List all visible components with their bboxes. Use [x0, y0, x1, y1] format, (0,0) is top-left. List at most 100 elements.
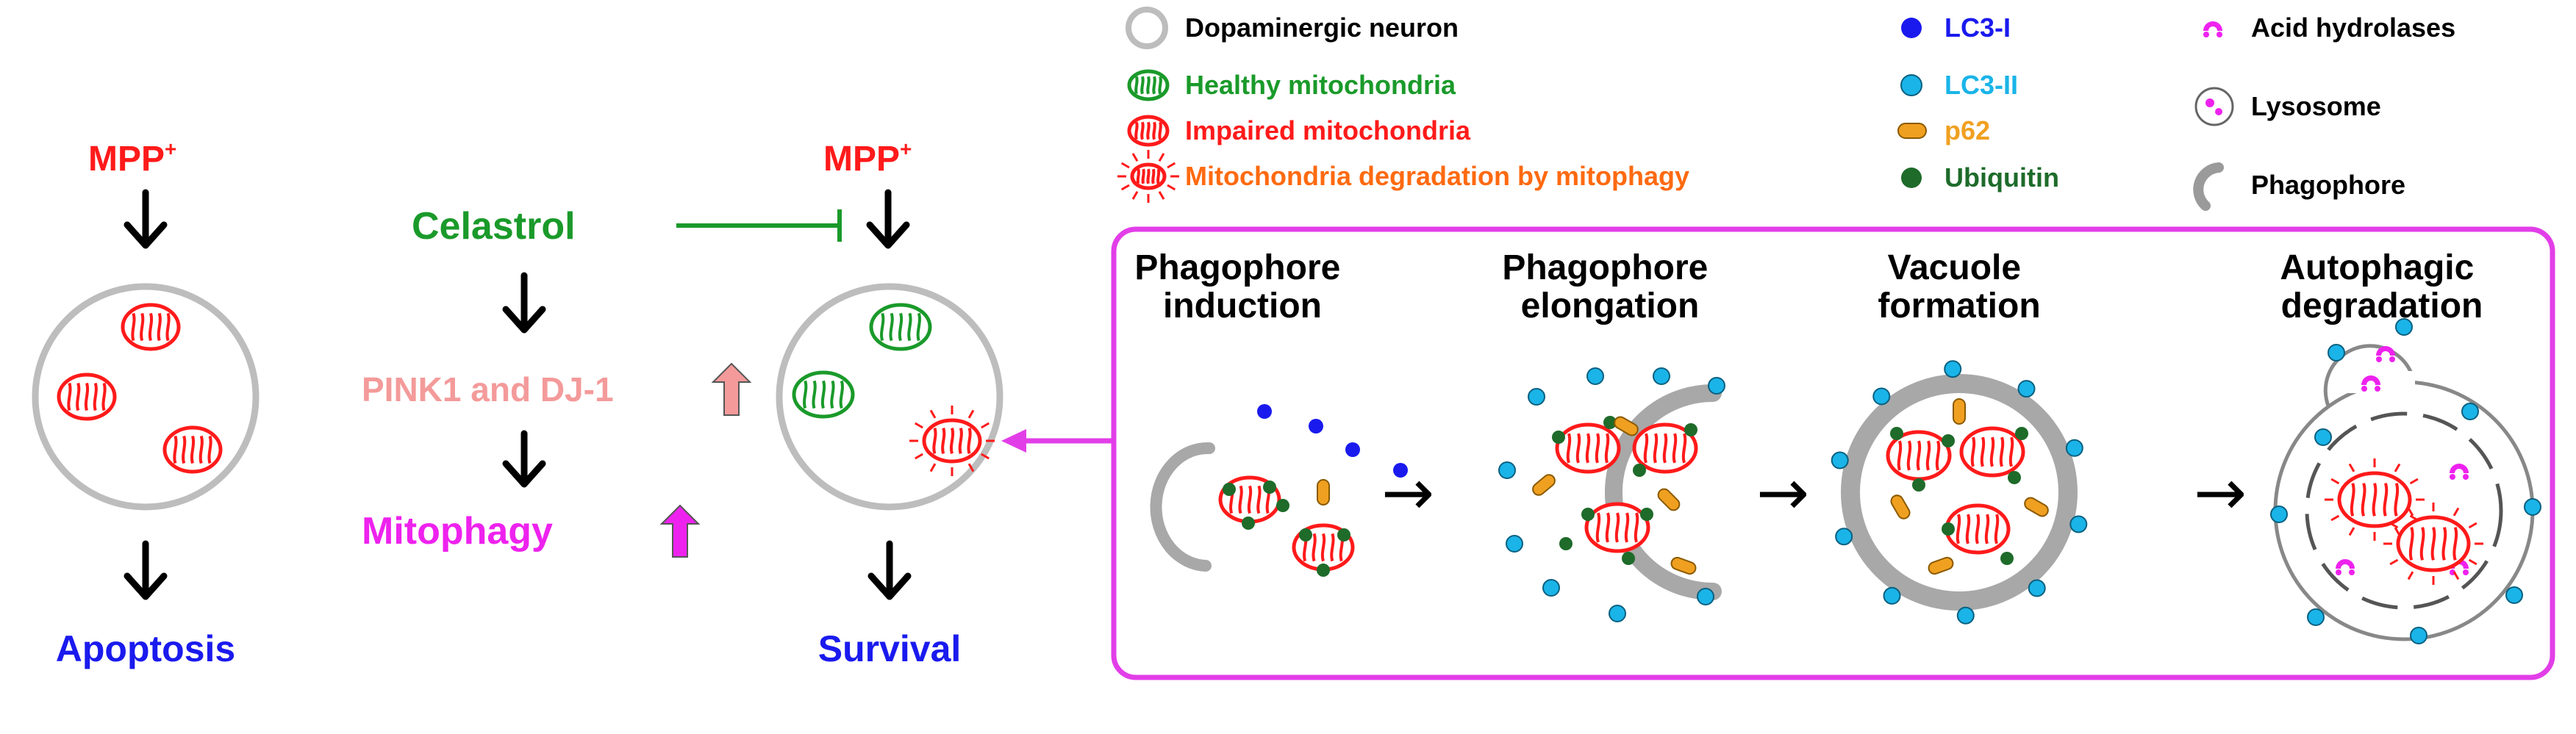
lc3-i-protein	[1257, 404, 1272, 419]
lc3-ii-protein	[2328, 344, 2345, 361]
degradation-ray	[1167, 162, 1176, 169]
hydrolase-dot	[2375, 386, 2380, 392]
cristae	[1595, 433, 1600, 464]
cristae	[1158, 121, 1162, 140]
ubiquitin-marker	[1559, 537, 1573, 550]
cristae	[1134, 76, 1139, 95]
p62-protein	[1614, 416, 1639, 436]
mitochondrion	[1959, 426, 2025, 478]
step-arrow: →	[1381, 456, 1434, 530]
cristae	[1152, 121, 1156, 140]
cristae	[1238, 485, 1243, 514]
degradation-ray	[2330, 478, 2340, 485]
step-arrow: →	[1756, 456, 1809, 530]
acid-hydrolase	[2376, 346, 2395, 362]
degradation-ray	[1131, 191, 1139, 200]
left-outcome: Apoptosis	[56, 628, 235, 669]
legend-label: Impaired mitochondria	[1185, 115, 1471, 145]
hydrolase-dot	[2376, 356, 2382, 362]
cristae	[165, 312, 171, 342]
cristae	[932, 428, 937, 454]
step-arrow: →	[2194, 456, 2247, 530]
degradation-ray	[915, 453, 923, 460]
lc3-i-protein	[1309, 419, 1323, 433]
cristae	[1975, 514, 1981, 544]
up-arrow-icon	[659, 504, 701, 558]
cristae	[1994, 514, 2000, 544]
cristae	[2441, 527, 2447, 561]
hydrolase-shape	[2450, 464, 2469, 473]
cristae	[1989, 436, 1995, 467]
cristae	[1152, 76, 1156, 95]
lc3-ii-protein	[1506, 535, 1523, 553]
cristae	[2008, 436, 2014, 467]
neuron-icon	[1126, 7, 1168, 49]
hydrolase-shape	[2203, 21, 2222, 31]
degradation-ray	[1167, 184, 1176, 191]
left-panel: MPP+ Apoptosis	[32, 137, 260, 669]
cristae	[1634, 512, 1639, 543]
ubiquitin-marker	[1263, 481, 1276, 494]
hydrolase-dot	[2217, 32, 2222, 37]
ubiquitin-marker	[1242, 517, 1255, 530]
cristae	[2408, 527, 2414, 561]
up-arrow-icon	[711, 362, 752, 416]
mitochondrion	[121, 303, 181, 351]
legend-label: Dopaminergic neuron	[1185, 12, 1459, 43]
down-arrow	[866, 189, 910, 249]
middle-neuron-mitochondria	[792, 303, 995, 476]
degradation-ray	[2348, 527, 2355, 536]
degradation-ray	[2394, 463, 2401, 472]
hydrolase-shape	[2376, 346, 2395, 356]
lc3-ii-protein	[2505, 586, 2523, 604]
ubiquitin-marker	[1299, 528, 1312, 541]
ubiquitin-marker	[1317, 564, 1330, 577]
stage-4-degradation	[2270, 318, 2541, 644]
cristae	[84, 382, 90, 411]
legend-label: LC3-II	[1944, 70, 2018, 100]
degradation-ray	[2452, 507, 2460, 517]
cristae	[1916, 440, 1922, 471]
legend-label: Ubiquitin	[1944, 162, 2059, 193]
lc3-ii-protein	[1956, 606, 1975, 625]
cristae	[198, 435, 204, 464]
down-arrow	[502, 272, 546, 334]
ubiquitin-marker	[1890, 427, 1903, 440]
cristae	[76, 382, 81, 411]
hydrolase-dot	[2389, 356, 2395, 362]
p62-protein	[2024, 497, 2049, 517]
degrading-mitochondria-icon	[1117, 150, 1179, 203]
lc3-i-protein	[1393, 463, 1408, 478]
stage-1-induction	[1150, 404, 1408, 577]
lc3-ii-protein	[1883, 586, 1901, 605]
cristae	[1585, 433, 1591, 464]
degradation-ray	[2452, 571, 2460, 580]
cristae	[1984, 514, 1990, 544]
hydrolase-dot	[2463, 569, 2469, 575]
cristae	[148, 312, 154, 342]
degradation-ray	[915, 422, 923, 429]
lc3-ii-protein	[2314, 428, 2332, 446]
cristae	[889, 312, 894, 342]
lc3-ii-protein	[1697, 588, 1714, 605]
cristae	[1643, 433, 1649, 464]
cristae	[803, 380, 808, 409]
cristae	[812, 380, 817, 409]
mitochondrion	[57, 373, 117, 421]
ubiquitin-marker	[2015, 427, 2028, 440]
lc3-ii-protein	[1835, 528, 1853, 546]
mitochondrion	[909, 406, 995, 476]
pink1-dj1-label: PINK1 and DJ-1	[362, 370, 614, 409]
degradation-ray	[2389, 558, 2399, 566]
p62-protein	[1890, 494, 1911, 519]
acid-hydrolase	[2361, 375, 2380, 392]
stage-title: Vacuole formation	[1878, 248, 2040, 325]
step-arrows: → → →	[1381, 456, 2247, 530]
lc3-ii-protein	[1528, 388, 1545, 406]
ubiquitin-marker	[1581, 508, 1595, 521]
mitophagy-label: Mitophagy	[362, 510, 553, 553]
hydrolase-dot	[2463, 474, 2469, 480]
lc3-ii-protein	[1831, 451, 1849, 469]
degradation-ray	[981, 453, 990, 460]
mitochondrion	[1584, 502, 1650, 553]
